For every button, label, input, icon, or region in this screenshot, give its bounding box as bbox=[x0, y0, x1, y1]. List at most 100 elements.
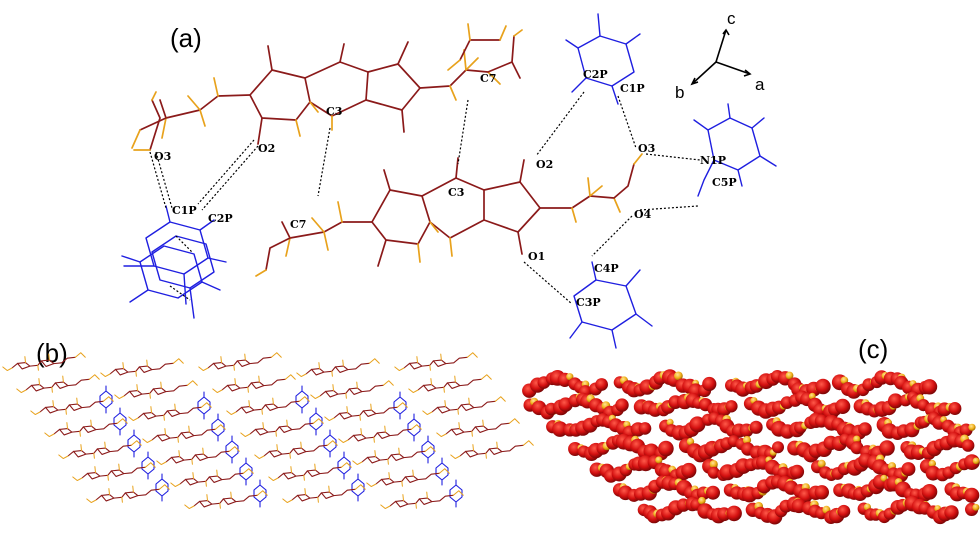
hydrogen-sphere bbox=[972, 503, 980, 511]
pyridine-ring-bottom bbox=[569, 261, 653, 349]
atom-label-c1p-left: C1P bbox=[172, 204, 197, 217]
hydrogen-sphere bbox=[686, 437, 695, 446]
oxygen-sphere bbox=[888, 393, 903, 409]
packed-host-molecule bbox=[239, 415, 325, 441]
hydrogen-sphere bbox=[840, 376, 849, 385]
panel-a: (a) c b a bbox=[121, 9, 777, 349]
atom-label-c5p-right: C5P bbox=[712, 176, 737, 189]
panel-b-label: (b) bbox=[36, 338, 68, 368]
packed-host-molecule bbox=[99, 355, 185, 381]
host-molecule-top bbox=[131, 29, 523, 149]
hydrogen-sphere bbox=[742, 436, 752, 445]
axis-b-label: b bbox=[675, 83, 684, 102]
hydrogen-sphere bbox=[817, 459, 826, 468]
packed-host-molecule bbox=[337, 421, 423, 447]
pyridine-ring-right bbox=[693, 103, 777, 197]
packed-host-molecule bbox=[435, 415, 521, 441]
atom-label-o2-left: O2 bbox=[258, 142, 275, 155]
atom-label-n1p-right: N1P bbox=[700, 154, 726, 167]
packed-host-molecule bbox=[197, 349, 283, 375]
axis-triad: c b a bbox=[675, 9, 765, 102]
packed-host-molecule bbox=[309, 377, 395, 403]
oxygen-sphere bbox=[638, 422, 652, 435]
oxygen-sphere bbox=[948, 402, 962, 415]
atom-label-c1p-right: C1P bbox=[620, 82, 645, 95]
atom-label-o1-mid: O1 bbox=[528, 250, 545, 263]
packed-host-molecule bbox=[211, 371, 297, 397]
packed-host-molecule bbox=[183, 487, 269, 513]
oxygen-sphere bbox=[615, 398, 629, 412]
space-filling-model-c bbox=[522, 369, 980, 525]
packed-host-molecule bbox=[253, 437, 339, 463]
hydrogen-sphere bbox=[785, 371, 794, 380]
packed-host-molecule bbox=[141, 421, 227, 447]
oxygen-sphere bbox=[706, 485, 720, 500]
panel-a-label: (a) bbox=[170, 23, 202, 53]
axis-c-label: c bbox=[727, 9, 736, 28]
oxygen-sphere bbox=[944, 505, 959, 520]
oxygen-sphere bbox=[901, 462, 916, 477]
atom-label-c2p-left: C2P bbox=[208, 212, 233, 225]
hydrogen-sphere bbox=[968, 423, 976, 431]
atom-label-c7-left: C7 bbox=[290, 218, 306, 231]
packed-host-molecule bbox=[57, 437, 143, 463]
hydrogen-sphere bbox=[928, 459, 936, 468]
atom-label-c4p-right: C4P bbox=[594, 262, 619, 275]
packed-host-molecule bbox=[169, 465, 255, 491]
oxygen-sphere bbox=[921, 379, 938, 395]
packing-diagram-b bbox=[1, 349, 535, 513]
atom-label-c3-top: C3 bbox=[326, 105, 342, 118]
host-molecule-middle bbox=[255, 153, 643, 277]
atom-label-c3-mid: C3 bbox=[448, 186, 464, 199]
packed-host-molecule bbox=[29, 393, 115, 419]
oxygen-sphere bbox=[921, 484, 938, 500]
packed-host-molecule bbox=[295, 355, 381, 381]
acid-arm-top bbox=[447, 23, 507, 71]
oxygen-sphere bbox=[961, 439, 975, 452]
packed-host-molecule bbox=[393, 349, 479, 375]
oxygen-sphere bbox=[964, 487, 980, 503]
oxygen-sphere bbox=[658, 440, 674, 457]
packed-host-molecule bbox=[421, 393, 507, 419]
packed-host-molecule bbox=[267, 459, 353, 485]
packed-host-molecule bbox=[449, 437, 535, 463]
oxygen-sphere bbox=[835, 398, 851, 414]
oxygen-sphere bbox=[879, 440, 895, 456]
packed-host-molecule bbox=[85, 481, 171, 507]
panel-c: (c) bbox=[522, 334, 980, 525]
pyridine-ring-top bbox=[565, 13, 641, 105]
atom-label-o4-right: O4 bbox=[634, 208, 652, 221]
oxygen-sphere bbox=[725, 400, 738, 413]
packed-host-molecule bbox=[365, 465, 451, 491]
atom-label-o2-mid: O2 bbox=[536, 158, 553, 171]
oxygen-sphere bbox=[707, 466, 720, 479]
packed-host-molecule bbox=[155, 443, 241, 469]
packed-host-molecule bbox=[407, 371, 493, 397]
hydrogen-sphere bbox=[709, 460, 718, 469]
atom-label-o3-right: O3 bbox=[638, 142, 655, 155]
pyridine-stack-left bbox=[121, 205, 227, 319]
oxygen-sphere bbox=[552, 421, 568, 437]
oxygen-sphere bbox=[814, 485, 829, 500]
oxygen-sphere bbox=[790, 464, 805, 479]
hydrogen-sphere bbox=[853, 435, 861, 443]
oxygen-sphere bbox=[858, 422, 872, 436]
packed-host-molecule bbox=[225, 393, 311, 419]
oxygen-sphere bbox=[726, 505, 742, 522]
packed-host-molecule bbox=[379, 487, 465, 513]
atom-label-c7-top: C7 bbox=[480, 72, 496, 85]
packed-host-molecule bbox=[43, 415, 129, 441]
packed-host-molecule bbox=[127, 399, 213, 425]
packed-host-molecule bbox=[15, 371, 101, 397]
hydrogen-sphere bbox=[674, 371, 683, 381]
packed-host-molecule bbox=[71, 459, 157, 485]
packed-host-molecule bbox=[351, 443, 437, 469]
packed-host-molecule bbox=[281, 481, 367, 507]
atom-label-c2p-right: C2P bbox=[583, 68, 608, 81]
axis-a-label: a bbox=[755, 75, 765, 94]
hydrogen-sphere bbox=[655, 456, 663, 464]
atom-label-o3-left: O3 bbox=[154, 150, 171, 163]
oxygen-sphere bbox=[772, 441, 784, 454]
oxygen-sphere bbox=[681, 462, 697, 479]
